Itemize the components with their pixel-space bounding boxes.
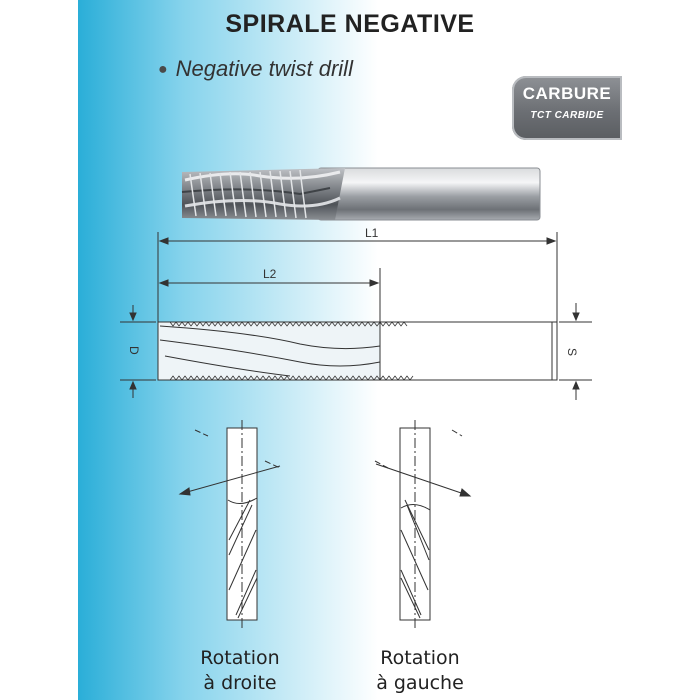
rotation-left-caption: Rotation à gauche [350,646,490,696]
dimension-s [559,303,592,400]
rotation-left-line1: Rotation [380,647,460,669]
rotation-left-line2: à gauche [376,672,464,694]
bullet-icon: ● [158,61,168,78]
carbide-badge: CARBURE TCT CARBIDE [512,76,622,140]
rotation-right-line2: à droite [203,672,277,694]
dimension-l2 [158,268,381,322]
subtitle-text: Negative twist drill [175,56,353,81]
dimension-l1-label: L1 [365,226,379,240]
rotation-right-line1: Rotation [200,647,280,669]
dimension-s-label: S [565,348,579,356]
rotation-right-drawing [178,420,281,628]
dimension-l1 [157,232,558,322]
rotation-right-caption: Rotation à droite [170,646,310,696]
badge-sub-label: TCT CARBIDE [530,110,604,121]
dimension-l2-label: L2 [263,267,277,281]
rotation-left-drawing [374,420,472,628]
badge-main-label: CARBURE [522,84,612,103]
dimension-d-label: D [127,346,141,355]
cutter-photo [181,167,541,221]
dimension-d [120,305,156,398]
subtitle: ● Negative twist drill [158,56,353,82]
page-title: SPIRALE NEGATIVE [225,10,475,38]
cutter-drawing [157,321,558,381]
